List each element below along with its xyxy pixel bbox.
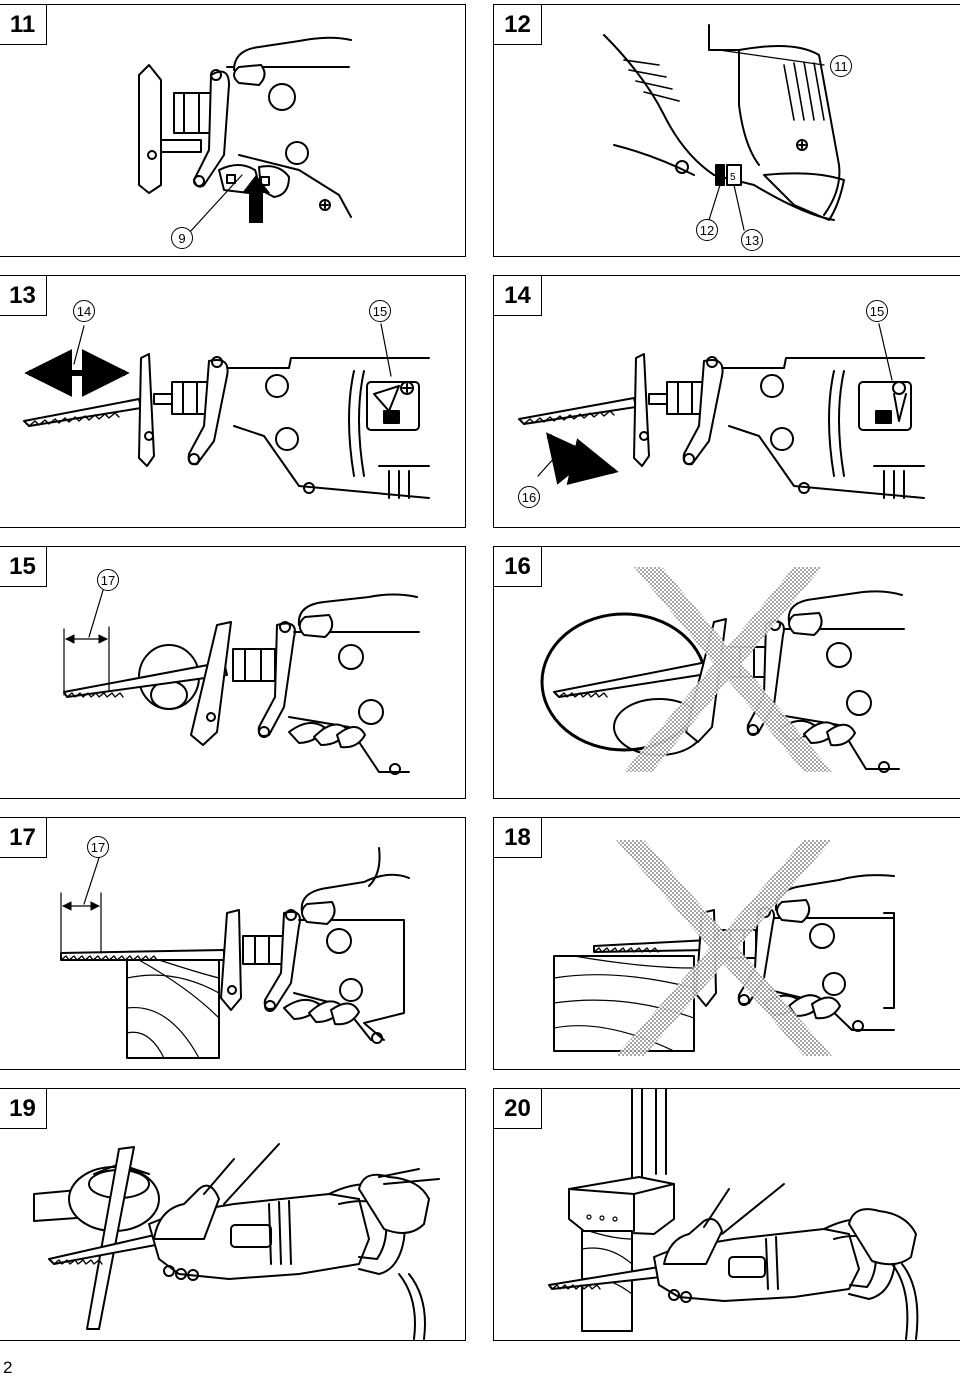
figure-16-panel: 16 — [493, 546, 960, 799]
callout-12: 12 — [696, 219, 718, 241]
callout-13: 13 — [741, 229, 763, 251]
prohibited-cross-mark-icon — [616, 840, 832, 1056]
figure-19-panel: 19 — [0, 1088, 466, 1341]
figure-12-panel: 12 — [493, 4, 960, 257]
figure-13-label: 13 — [0, 276, 47, 316]
figure-15-panel: 15 — [0, 546, 466, 799]
figure-11-illustration — [138, 36, 352, 234]
figure-20-label: 20 — [494, 1089, 542, 1129]
callout-9: 9 — [171, 227, 193, 249]
figure-16-label: 16 — [494, 547, 542, 587]
figure-18-panel: 18 — [493, 817, 960, 1070]
speed-dial-mark: 5 — [730, 172, 736, 183]
callout-15: 15 — [369, 300, 391, 322]
figure-12-label: 12 — [494, 5, 542, 45]
callout-11: 11 — [830, 55, 852, 77]
prohibited-cross-mark-icon — [624, 567, 832, 772]
figure-14-label: 14 — [494, 276, 542, 316]
figure-11-label: 11 — [0, 5, 47, 45]
callout-15: 15 — [866, 300, 888, 322]
callout-17: 17 — [97, 569, 119, 591]
figure-15-illustration — [63, 586, 420, 775]
figure-17-illustration — [60, 847, 410, 1059]
figure-19-illustration — [33, 1143, 440, 1340]
figure-12-illustration: 5 — [603, 24, 845, 231]
figure-14-illustration — [518, 323, 925, 499]
figure-19-label: 19 — [0, 1089, 47, 1129]
figure-20-panel: 20 — [493, 1088, 960, 1341]
figure-17-panel: 17 — [0, 817, 466, 1070]
figure-11-panel: 11 9 — [0, 4, 466, 257]
figure-13-illustration — [23, 323, 430, 499]
figure-18-illustration — [553, 840, 895, 1056]
figure-15-label: 15 — [0, 547, 47, 587]
figure-20-illustration — [548, 1089, 919, 1340]
figure-17-label: 17 — [0, 818, 47, 858]
callout-16: 16 — [518, 486, 540, 508]
callout-17: 17 — [87, 836, 109, 858]
figure-13-panel: 13 — [0, 275, 466, 528]
figure-14-panel: 14 15 16 — [493, 275, 960, 528]
page-number: 2 — [3, 1358, 13, 1377]
figure-16-illustration — [540, 567, 905, 773]
orbital-double-arrow-icon — [545, 432, 619, 486]
callout-14: 14 — [73, 300, 95, 322]
figure-18-label: 18 — [494, 818, 542, 858]
